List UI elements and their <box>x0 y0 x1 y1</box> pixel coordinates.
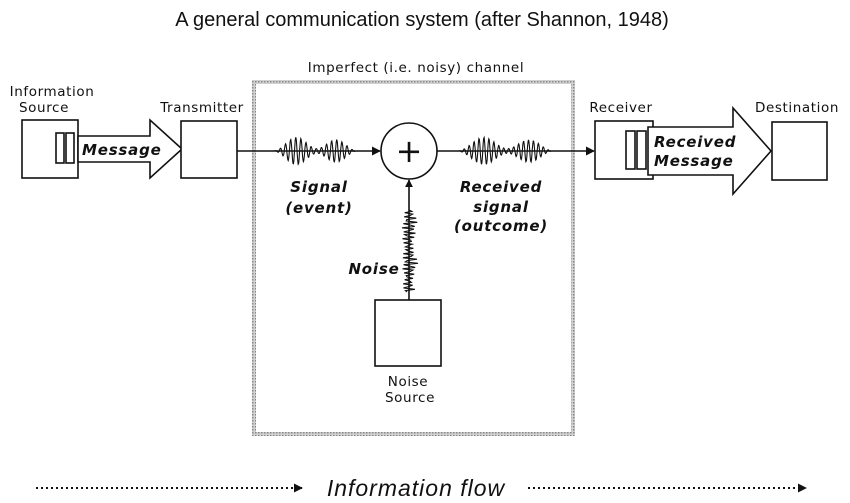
received-signal-waveform <box>458 135 552 165</box>
noise-waveform <box>401 209 419 293</box>
receiver-slot-1 <box>625 130 636 170</box>
received-signal-label: signal <box>473 198 529 216</box>
transmitter-label: Transmitter <box>159 100 244 116</box>
signal-label: Signal <box>290 178 347 196</box>
message-label: Message <box>82 141 162 159</box>
noise-label: Noise <box>348 260 399 278</box>
signal-event-label: (event) <box>285 199 352 217</box>
transmitter-box <box>180 120 238 179</box>
received-label: Received <box>460 178 542 196</box>
receiver-slot-2 <box>636 130 647 170</box>
information-flow-label: Information flow <box>327 475 506 501</box>
plus-sign: + <box>396 132 423 170</box>
receiver-label: Receiver <box>589 100 652 116</box>
received-message-label-line2: Message <box>654 152 734 170</box>
destination-label: Destination <box>755 100 839 116</box>
message-arrow <box>77 118 184 180</box>
destination-box <box>771 121 828 181</box>
info-source-label-line2: Source <box>19 100 69 116</box>
info-source-label-line1: Information <box>10 84 95 100</box>
source-slot-1 <box>55 132 65 164</box>
signal-waveform <box>274 136 356 166</box>
received-message-arrow <box>647 105 773 197</box>
diagram-title: A general communication system (after Sh… <box>175 9 669 31</box>
noisy-channel-frame <box>252 80 575 436</box>
source-slot-2 <box>65 132 75 164</box>
noise-source-box <box>374 299 442 367</box>
received-message-label-line1: Received <box>654 133 736 151</box>
noise-source-label-line2: Source <box>385 390 435 406</box>
noise-source-label-line1: Noise <box>388 374 428 390</box>
channel-label: Imperfect (i.e. noisy) channel <box>308 60 524 76</box>
received-outcome-label: (outcome) <box>454 217 548 235</box>
